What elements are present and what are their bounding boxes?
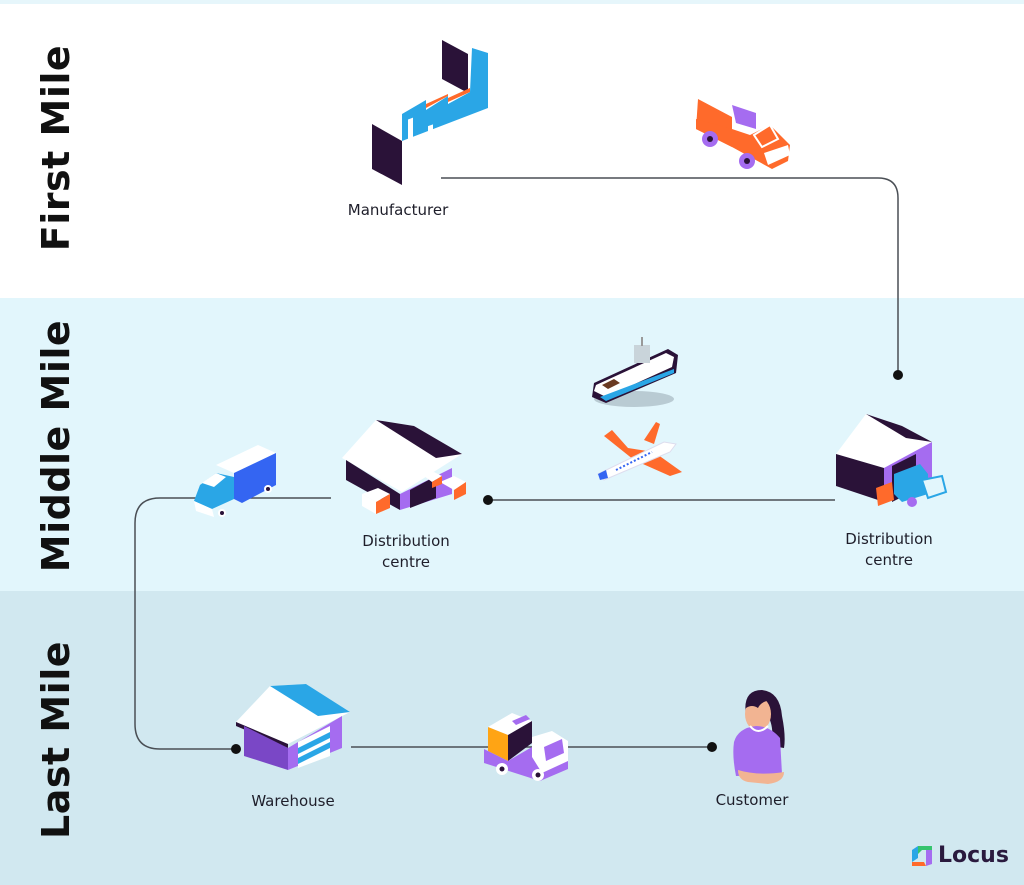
connector-dot: [231, 744, 241, 754]
warehouse-label: Warehouse: [251, 792, 335, 810]
distribution-centre-right-label: Distribution centre: [845, 529, 933, 571]
orange-truck-icon: [696, 99, 790, 169]
factory-icon: [372, 40, 488, 185]
airplane-icon: [597, 422, 682, 481]
locus-logo-icon: [912, 845, 932, 866]
distribution-centre-right-icon: [836, 414, 948, 507]
distribution-centre-left-label: Distribution centre: [362, 531, 450, 573]
first-mile-band: [0, 0, 1024, 298]
customer-avatar-icon: [733, 690, 785, 784]
ship-icon: [592, 337, 678, 407]
locus-logo-text: Locus: [938, 843, 1009, 868]
manufacturer-label: Manufacturer: [347, 201, 449, 219]
connector-dot: [893, 370, 903, 380]
distribution-centre-left-line2: centre: [382, 553, 430, 571]
distribution-centre-right-line1: Distribution: [845, 530, 933, 548]
connector-dot: [707, 742, 717, 752]
connector-dc-left-to-warehouse: [134, 497, 331, 750]
customer-label: Customer: [715, 791, 789, 809]
distribution-centre-left-icon: [342, 420, 466, 514]
connector-manufacturer-to-dc-right: [441, 177, 899, 375]
distribution-centre-left-line1: Distribution: [362, 532, 450, 550]
blue-truck-icon: [194, 445, 276, 517]
warehouse-icon: [236, 684, 350, 770]
connector-dot: [483, 495, 493, 505]
delivery-van-icon: [484, 713, 568, 781]
locus-logo: Locus: [910, 843, 1009, 868]
distribution-centre-right-line2: centre: [865, 551, 913, 569]
